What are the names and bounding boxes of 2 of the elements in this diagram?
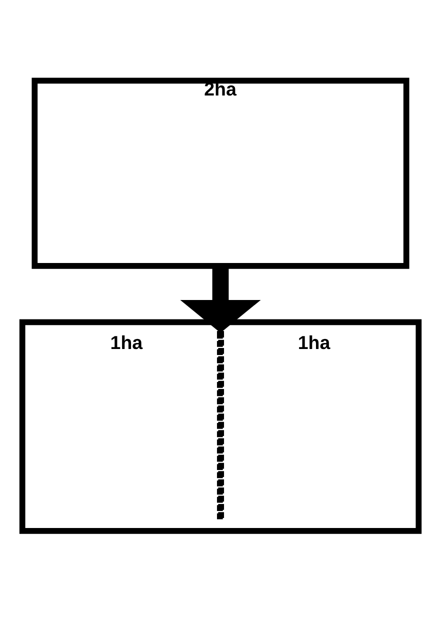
node-text: 1ha — [110, 332, 143, 353]
node-text: 1ha — [298, 332, 330, 353]
